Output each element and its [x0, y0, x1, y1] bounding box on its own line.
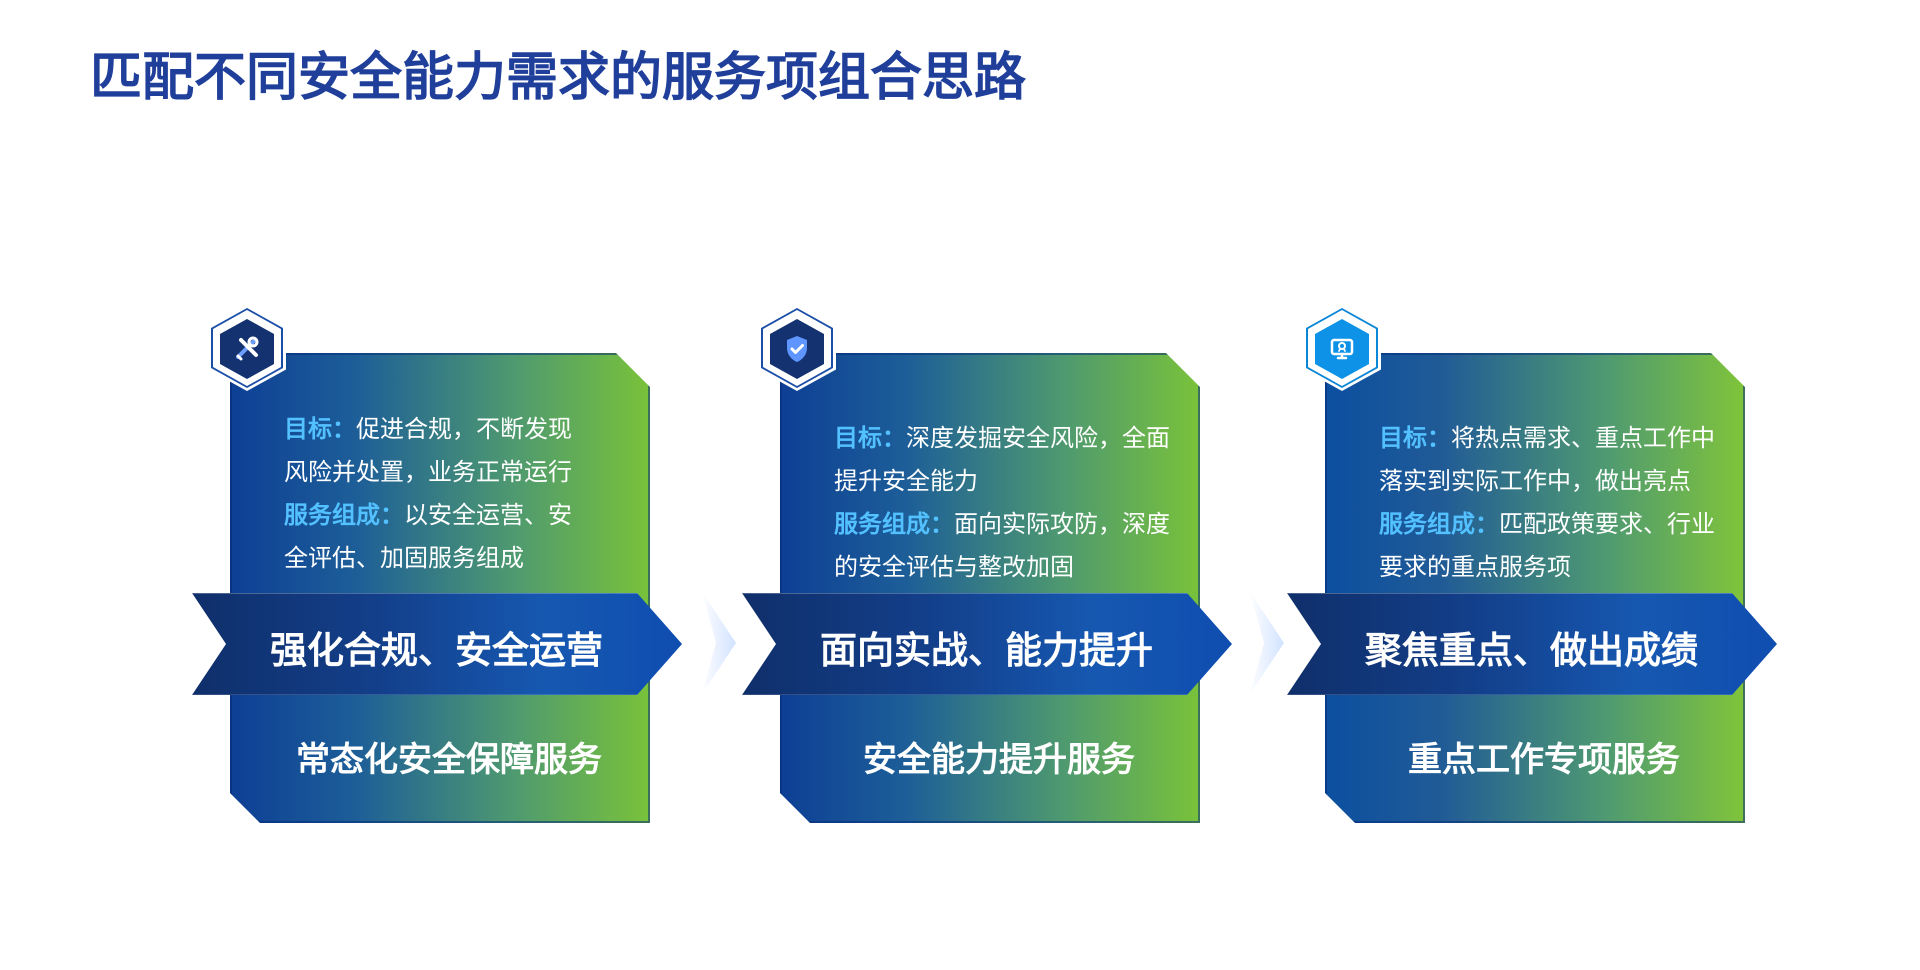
service-card-panel — [780, 353, 1200, 823]
goal-line-1: 目标：将热点需求、重点工作中 — [1379, 417, 1715, 460]
composition-label: 服务组成： — [284, 501, 404, 529]
service-title: 安全能力提升服务 — [863, 740, 1135, 780]
composition-line-2: 的安全评估与整改加固 — [834, 553, 1074, 581]
composition-line-1: 服务组成：以安全运营、安 — [284, 494, 604, 537]
service-card-panel — [230, 353, 650, 823]
composition-label: 服务组成： — [1379, 510, 1499, 538]
service-card-compliance: 目标：促进合规，不断发现 风险并处置，业务正常运行 服务组成：以安全运营、安 全… — [192, 305, 752, 825]
ribbon-banner — [192, 593, 682, 695]
composition-label: 服务组成： — [834, 510, 954, 538]
composition-text-line-1: 匹配政策要求、行业 — [1499, 510, 1715, 538]
composition-line-1: 服务组成：面向实际攻防，深度 — [834, 503, 1170, 546]
shield-check-icon-svg — [787, 336, 807, 362]
tools-icon — [220, 319, 274, 379]
service-title: 重点工作专项服务 — [1408, 740, 1680, 780]
ribbon-banner — [1287, 593, 1777, 695]
page-title: 匹配不同安全能力需求的服务项组合思路 — [90, 48, 1027, 108]
goal-text-line-1: 促进合规，不断发现 — [356, 415, 572, 443]
service-title: 常态化安全保障服务 — [296, 740, 602, 780]
shield-check-icon — [770, 319, 824, 379]
goal-label: 目标： — [834, 424, 906, 452]
goal-text-line-1: 深度发掘安全风险，全面 — [906, 424, 1170, 452]
hexagon-badge — [1303, 305, 1381, 391]
card-description: 目标：深度发掘安全风险，全面 提升安全能力 服务组成：面向实际攻防，深度 的安全… — [834, 417, 1170, 589]
tools-icon-svg — [236, 336, 259, 361]
composition-line-2: 全评估、加固服务组成 — [284, 544, 524, 572]
composition-line-2: 要求的重点服务项 — [1379, 553, 1571, 581]
ribbon-title: 强化合规、安全运营 — [270, 629, 603, 672]
ribbon-banner — [742, 593, 1232, 695]
monitor-icon-svg — [1330, 338, 1354, 360]
goal-label: 目标： — [1379, 424, 1451, 452]
goal-line-2: 落实到实际工作中，做出亮点 — [1379, 467, 1691, 495]
hexagon-badge — [208, 305, 286, 391]
composition-line-1: 服务组成：匹配政策要求、行业 — [1379, 503, 1715, 546]
ribbon-title: 聚焦重点、做出成绩 — [1365, 629, 1698, 672]
hexagon-badge — [758, 305, 836, 391]
card-description: 目标：促进合规，不断发现 风险并处置，业务正常运行 服务组成：以安全运营、安 全… — [284, 408, 604, 580]
goal-line-2: 提升安全能力 — [834, 467, 978, 495]
goal-line-1: 目标：促进合规，不断发现 — [284, 408, 604, 451]
composition-text-line-1: 面向实际攻防，深度 — [954, 510, 1170, 538]
service-card-capability: 目标：深度发掘安全风险，全面 提升安全能力 服务组成：面向实际攻防，深度 的安全… — [742, 305, 1302, 825]
service-card-key-work: 目标：将热点需求、重点工作中 落实到实际工作中，做出亮点 服务组成：匹配政策要求… — [1287, 305, 1847, 825]
monitor-icon — [1315, 319, 1369, 379]
goal-line-2: 风险并处置，业务正常运行 — [284, 458, 572, 486]
card-description: 目标：将热点需求、重点工作中 落实到实际工作中，做出亮点 服务组成：匹配政策要求… — [1379, 417, 1715, 589]
composition-text-line-1: 以安全运营、安 — [404, 501, 572, 529]
goal-text-line-1: 将热点需求、重点工作中 — [1451, 424, 1715, 452]
service-card-panel — [1325, 353, 1745, 823]
goal-line-1: 目标：深度发掘安全风险，全面 — [834, 417, 1170, 460]
goal-label: 目标： — [284, 415, 356, 443]
ribbon-title: 面向实战、能力提升 — [820, 629, 1153, 672]
